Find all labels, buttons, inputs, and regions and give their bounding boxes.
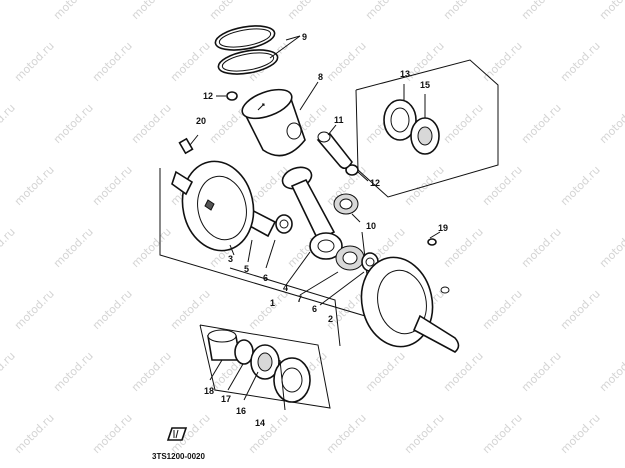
piston-pin [316, 131, 353, 170]
callout: 12 [370, 178, 380, 188]
callout: 9 [302, 32, 307, 42]
watermark-text: motod.ru [480, 39, 525, 84]
watermark-text: motod.ru [90, 39, 135, 84]
watermark-text: motod.ru [324, 39, 369, 84]
watermark-text: motod.ru [441, 349, 486, 394]
bearing-13 [383, 99, 417, 141]
callout: 17 [221, 394, 231, 404]
piston-rings [214, 25, 279, 75]
callout: 11 [334, 115, 344, 125]
watermark-text: motod.ru [129, 101, 174, 146]
watermark-text: motod.ru [480, 287, 525, 332]
callout: 16 [236, 406, 246, 416]
watermark-text: motod.ru [597, 0, 625, 22]
watermark-text: motod.ru [558, 287, 603, 332]
watermark-text: motod.ru [0, 0, 18, 22]
watermark-text: motod.ru [519, 349, 564, 394]
watermark-text: motod.ru [129, 0, 174, 22]
front-arrow-icon [166, 427, 188, 441]
callout: 14 [255, 418, 265, 428]
crank-right [360, 256, 460, 353]
leader-lines [189, 35, 441, 411]
callout: 7 [297, 294, 302, 304]
crank-left [171, 160, 255, 252]
callout: 1 [270, 298, 275, 308]
watermark-text: motod.ru [0, 225, 18, 270]
callout: 2 [328, 314, 333, 324]
watermark-text: motod.ru [558, 411, 603, 456]
watermark-text: motod.ru [12, 411, 57, 456]
connecting-rod [281, 166, 343, 260]
big-end-bearing [335, 245, 365, 271]
watermark-text: motod.ru [90, 163, 135, 208]
watermark-text: motod.ru [246, 287, 291, 332]
watermark-text: motod.ru [558, 163, 603, 208]
watermark-text: motod.ru [129, 349, 174, 394]
watermark-text: motod.ru [51, 349, 96, 394]
bearing-14 [273, 357, 311, 403]
watermark-text: motod.ru [441, 0, 486, 22]
watermark-text: motod.ru [285, 0, 330, 22]
drawing-code: 3TS1200-0020 [152, 452, 205, 461]
watermark-text: motod.ru [363, 349, 408, 394]
group-frame-bearings-bottom [199, 324, 331, 409]
bushing-18 [207, 329, 241, 361]
callout: 3 [228, 254, 233, 264]
watermark-text: motod.ru [12, 39, 57, 84]
watermark-text: motod.ru [597, 101, 625, 146]
woodruff-key-19 [427, 238, 437, 246]
watermark-text: motod.ru [519, 0, 564, 22]
watermark-text: motod.ru [168, 287, 213, 332]
watermark-text: motod.ru [51, 225, 96, 270]
watermark-text: motod.ru [168, 39, 213, 84]
callout: 10 [366, 221, 376, 231]
watermark-text: motod.ru [51, 101, 96, 146]
watermark-text: motod.ru [402, 411, 447, 456]
watermark-text: motod.ru [90, 411, 135, 456]
callout: 15 [420, 80, 430, 90]
callout: 6 [263, 273, 268, 283]
watermark-text: motod.ru [207, 0, 252, 22]
oil-seal-15 [410, 117, 440, 155]
woodruff-key-20 [178, 137, 194, 155]
callout: 13 [400, 69, 410, 79]
watermark-text: motod.ru [246, 411, 291, 456]
watermark-text: motod.ru [558, 39, 603, 84]
circlip-top [226, 91, 238, 101]
watermark-text: motod.ru [363, 0, 408, 22]
circlip-right [345, 164, 359, 176]
oil-seal-16 [250, 344, 280, 380]
watermark-text: motod.ru [12, 163, 57, 208]
watermark-text: motod.ru [519, 101, 564, 146]
watermark-text: motod.ru [0, 349, 18, 394]
watermark-text: motod.ru [12, 287, 57, 332]
watermark-text: motod.ru [51, 0, 96, 22]
callout: 6 [312, 304, 317, 314]
watermark-text: motod.ru [441, 101, 486, 146]
watermark-text: motod.ru [480, 411, 525, 456]
watermark-text: motod.ru [597, 225, 625, 270]
callout: 8 [318, 72, 323, 82]
watermark-text: motod.ru [519, 225, 564, 270]
watermark-text: motod.ru [0, 101, 18, 146]
callouts: 1 2 3 4 5 6 6 7 8 9 10 11 12 12 13 14 15… [196, 32, 448, 428]
small-end-bearing [333, 193, 359, 215]
callout: 4 [283, 283, 288, 293]
thrust-washers [275, 214, 379, 272]
watermark-text: motod.ru [480, 163, 525, 208]
watermark-text: motod.ru [324, 411, 369, 456]
callout: 19 [438, 223, 448, 233]
callout: 18 [204, 386, 214, 396]
callout: 20 [196, 116, 206, 126]
watermark-text: motod.ru [129, 225, 174, 270]
watermark-text: motod.ru [402, 163, 447, 208]
callout: 5 [244, 264, 249, 274]
piston [241, 88, 306, 157]
callout: 12 [203, 91, 213, 101]
watermark-text: motod.ru [597, 349, 625, 394]
watermark-text: motod.ru [90, 287, 135, 332]
